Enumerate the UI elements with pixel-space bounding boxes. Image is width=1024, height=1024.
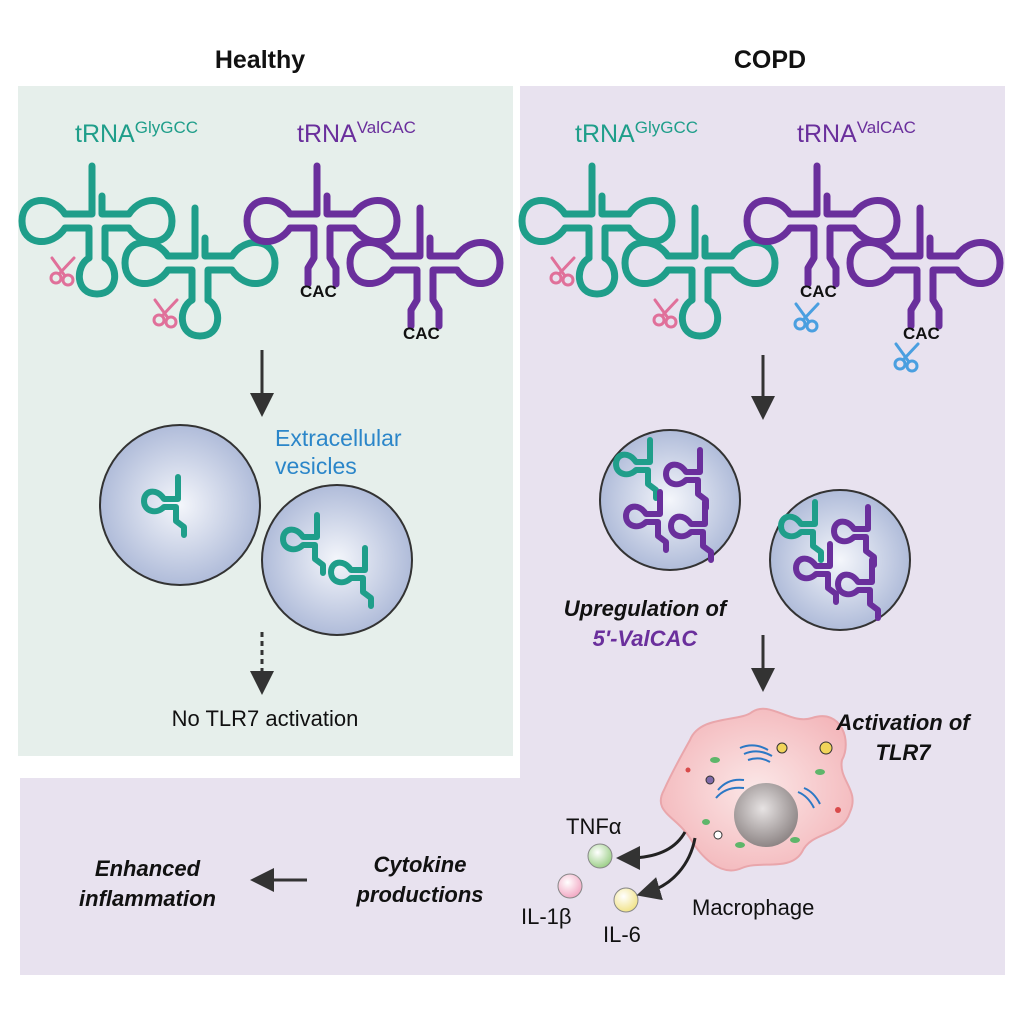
il6-sphere — [613, 887, 639, 913]
fragment-label: 5'-ValCAC — [592, 626, 698, 651]
healthy-scissors-icon-2 — [152, 298, 179, 329]
no-tlr7-activation-label: No TLR7 activation — [171, 706, 359, 731]
copd-anticodon-2: CAC — [903, 324, 940, 343]
macrophage-organelles — [715, 744, 821, 809]
healthy-scissors-icon-1 — [49, 256, 76, 287]
healthy-trna-gly-2 — [125, 208, 275, 336]
copd-anticodon-1: CAC — [800, 282, 837, 301]
copd-scissors-icon-blue-1 — [793, 302, 820, 333]
copd-trna-gly-label: tRNAGlyGCC — [575, 118, 699, 148]
copd-vesicle-2 — [769, 489, 911, 631]
healthy-title: Healthy — [214, 46, 306, 74]
il6-label: IL-6 — [603, 922, 641, 947]
upregulation-label: Upregulation of — [563, 596, 727, 621]
healthy-anticodon-1: CAC — [300, 282, 337, 301]
copd-vesicle-1 — [599, 429, 741, 571]
il6-release-arrow — [636, 837, 697, 901]
macrophage-nucleus — [734, 783, 798, 847]
copd-scissors-icon-pink-2 — [652, 298, 679, 329]
tnfa-label: TNFα — [566, 814, 622, 839]
copd-scissors-icon-blue-2 — [893, 342, 920, 373]
healthy-anticodon-2: CAC — [403, 324, 440, 343]
copd-scissors-icon-pink-1 — [549, 256, 576, 287]
copd-trna-val-2 — [850, 208, 1000, 326]
macrophage-label: Macrophage — [692, 895, 815, 920]
copd-title: COPD — [733, 46, 807, 74]
healthy-trna-val-1 — [247, 166, 397, 284]
il1b-label: IL-1β — [521, 904, 572, 929]
healthy-trna-gly-label: tRNAGlyGCC — [75, 118, 199, 148]
il1b-sphere — [557, 873, 583, 899]
extracellular-vesicles-label: Extracellular vesicles — [275, 425, 402, 479]
tnfa-release-arrow — [616, 831, 687, 870]
copd-trna-gly-2 — [625, 208, 775, 336]
copd-trna-val-label: tRNAValCAC — [797, 118, 916, 148]
healthy-trna-val-label: tRNAValCAC — [297, 118, 416, 148]
cytokine-productions-label: Cytokine productions — [356, 852, 484, 907]
macrophage-mitochondria — [702, 757, 825, 848]
enhanced-inflammation-label: Enhanced inflammation — [79, 856, 216, 911]
healthy-trna-gly-1 — [22, 166, 172, 294]
activation-tlr7-label: Activation of TLR7 — [836, 710, 970, 765]
healthy-vesicle-1 — [99, 424, 261, 586]
copd-trna-gly-1 — [522, 166, 672, 294]
tnfa-sphere — [587, 843, 613, 869]
copd-trna-val-1 — [747, 166, 897, 284]
healthy-trna-val-2 — [350, 208, 500, 326]
macrophage-vesicles — [685, 741, 841, 840]
